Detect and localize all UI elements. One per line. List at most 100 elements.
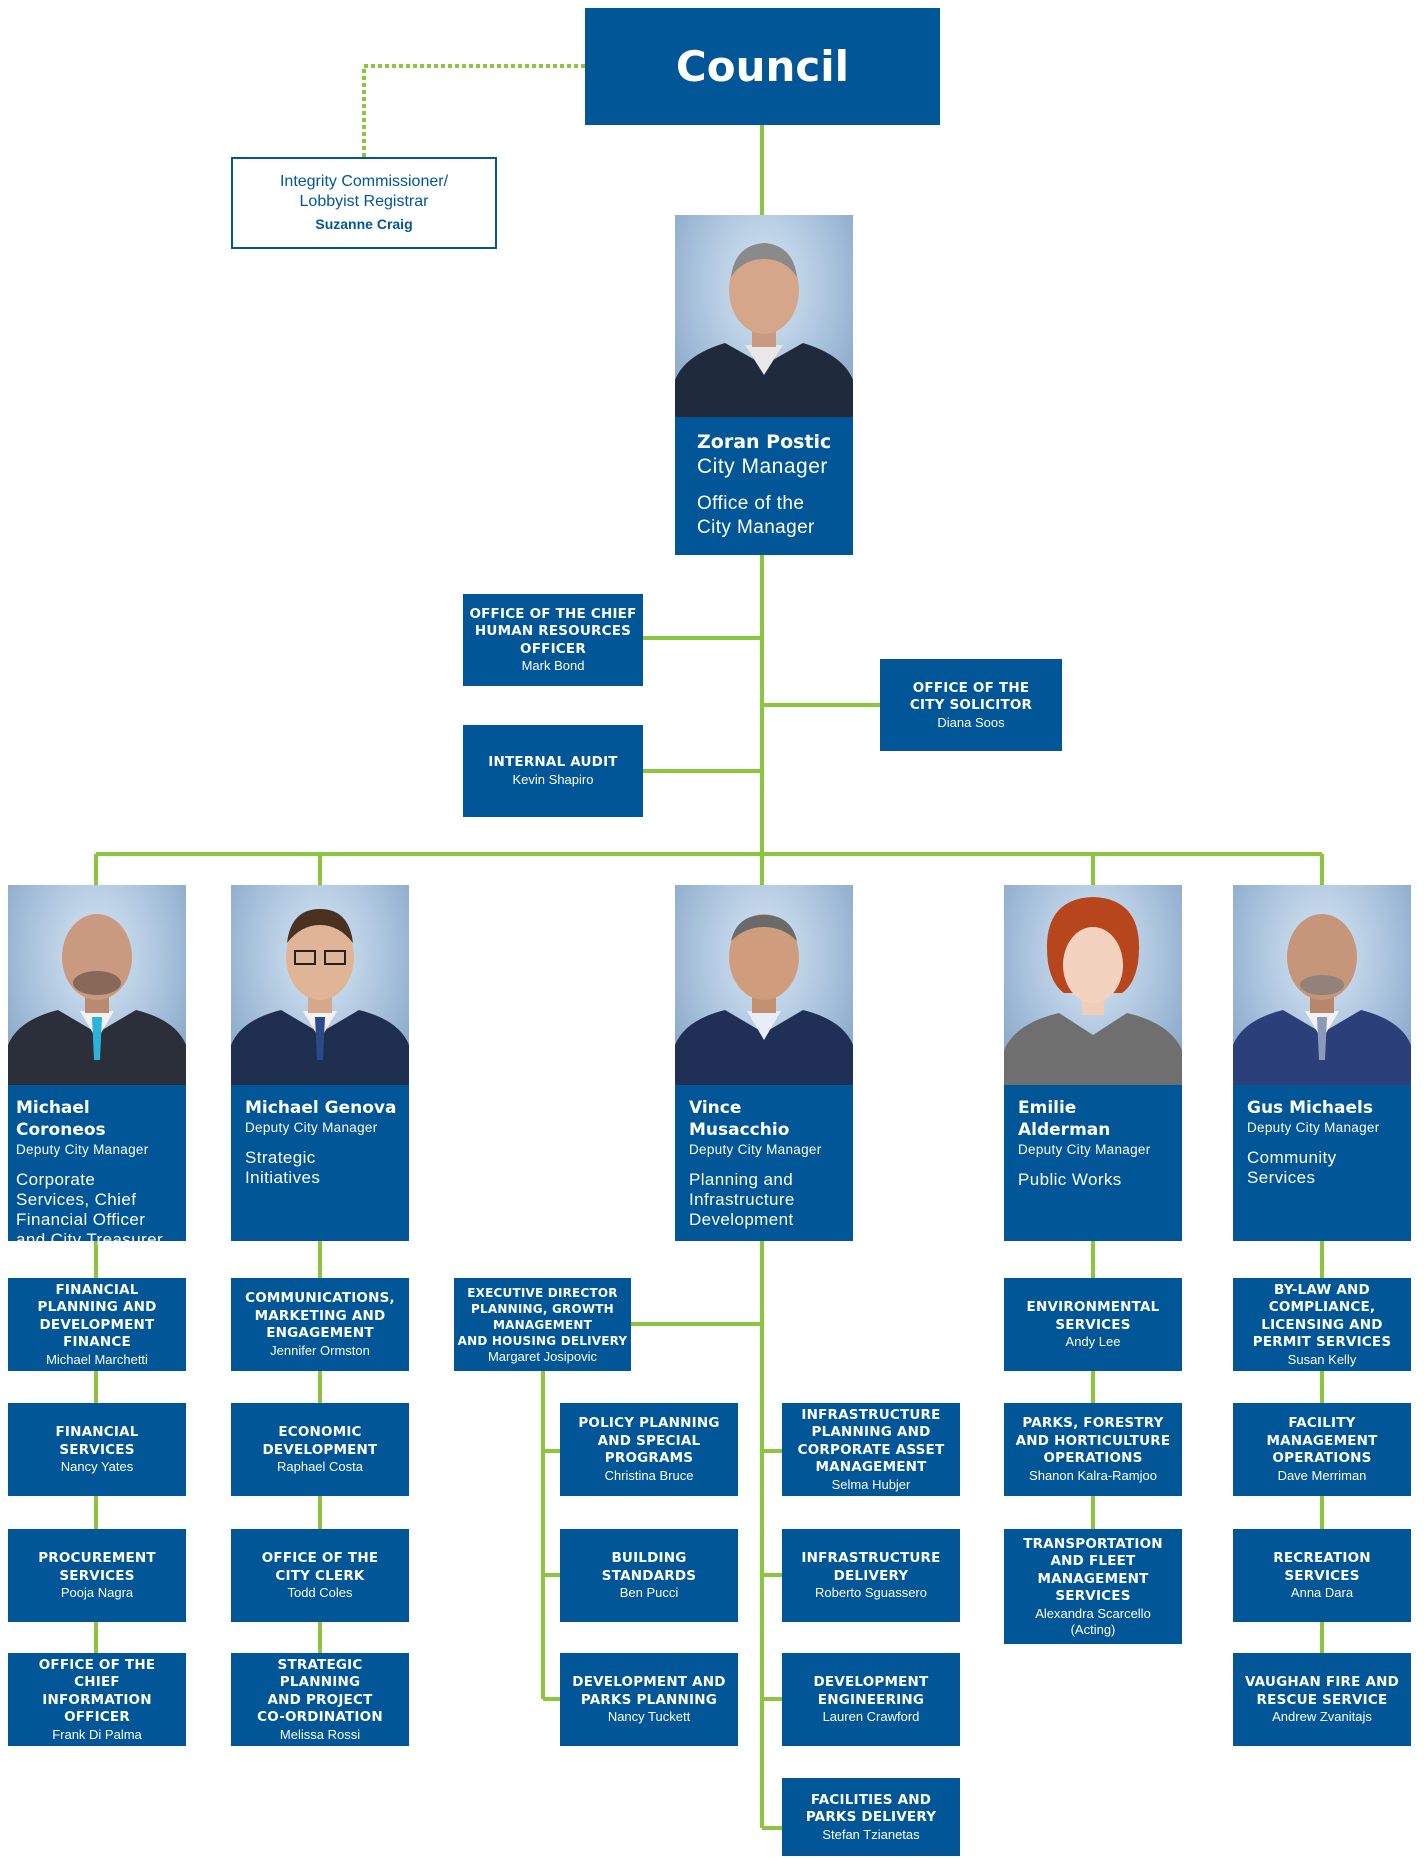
dept-fire-rescue-name: Andrew Zvanitajs xyxy=(1272,1709,1372,1724)
dept-infrastructure-planning-title: Infrastructure Planning and Corporate As… xyxy=(797,1406,945,1476)
dept-bylaw-compliance-title: By-law and Compliance, Licensing and Per… xyxy=(1252,1281,1392,1351)
city-manager-name: Zoran Postic xyxy=(697,431,832,453)
dept-recreation-services-title: Recreation Services xyxy=(1273,1550,1371,1584)
deputy-musacchio-name: Vince Musacchio xyxy=(689,1098,790,1140)
deputy-genova-title: Deputy City Manager xyxy=(245,1120,378,1135)
dept-parks-forestry-title: Parks, Forestry and Horticulture Operati… xyxy=(1015,1415,1171,1467)
deputy-alderman-card: Emilie Alderman Deputy City Manager Publ… xyxy=(1004,1085,1182,1241)
deputy-musacchio-photo xyxy=(675,885,853,1085)
dept-infrastructure-delivery-box: Infrastructure Delivery Roberto Sguasser… xyxy=(782,1529,960,1622)
office-solicitor-name: Diana Soos xyxy=(937,714,1005,730)
dept-procurement-name: Pooja Nagra xyxy=(60,1585,134,1600)
council-box: Council xyxy=(585,8,940,125)
deputy-genova-photo xyxy=(231,885,409,1085)
dept-facilities-parks-delivery-box: Facilities and Parks Delivery Stefan Tzi… xyxy=(782,1778,960,1856)
dept-procurement-title: Procurement Services xyxy=(38,1550,156,1584)
dept-facility-management-title: Facility Management Operations xyxy=(1266,1415,1378,1467)
dept-development-parks-planning-title: Development and Parks Planning xyxy=(572,1674,726,1708)
city-manager-card: Zoran Postic City Manager Office of the … xyxy=(675,417,853,555)
dept-communications-title: Communications, Marketing and Engagement xyxy=(245,1290,395,1342)
deputy-musacchio-portfolio: Planning and Infrastructure Development xyxy=(689,1170,795,1229)
dept-policy-planning-name: Christina Bruce xyxy=(604,1467,694,1483)
dept-economic-development-name: Raphael Costa xyxy=(277,1459,363,1474)
deputy-genova-card: Michael Genova Deputy City Manager Strat… xyxy=(231,1085,409,1241)
dept-strategic-planning-box: Strategic Planning and Project Co-ordina… xyxy=(231,1653,409,1746)
deputy-michaels-photo xyxy=(1233,885,1411,1085)
dept-development-parks-planning-box: Development and Parks Planning Nancy Tuc… xyxy=(560,1653,738,1746)
dept-building-standards-name: Ben Pucci xyxy=(619,1585,679,1600)
dept-infrastructure-planning-box: Infrastructure Planning and Corporate As… xyxy=(782,1403,960,1496)
dept-bylaw-compliance-box: By-law and Compliance, Licensing and Per… xyxy=(1233,1278,1411,1371)
dept-cio-box: Office of the Chief Information Officer … xyxy=(8,1653,186,1746)
dept-economic-development-title: Economic Development xyxy=(262,1424,378,1458)
dept-recreation-services-box: Recreation Services Anna Dara xyxy=(1233,1529,1411,1622)
dept-cio-title: Office of the Chief Information Officer xyxy=(38,1656,156,1726)
office-audit-title: Internal Audit xyxy=(488,754,618,771)
dept-procurement-box: Procurement Services Pooja Nagra xyxy=(8,1529,186,1622)
deputy-coroneos-name: Michael Coroneos xyxy=(16,1098,106,1140)
dept-parks-forestry-name: Shanon Kalra-Ramjoo xyxy=(1029,1467,1157,1483)
dept-facilities-parks-delivery-title: Facilities and Parks Delivery xyxy=(805,1791,937,1826)
deputy-michaels-name: Gus Michaels xyxy=(1247,1098,1373,1118)
dept-bylaw-compliance-name: Susan Kelly xyxy=(1287,1351,1357,1367)
dept-financial-planning-title: Financial Planning and Development Finan… xyxy=(37,1281,157,1351)
dept-infrastructure-delivery-title: Infrastructure Delivery xyxy=(801,1550,941,1584)
dept-facilities-parks-delivery-name: Stefan Tzianetas xyxy=(822,1826,920,1842)
dept-financial-services-name: Nancy Yates xyxy=(60,1459,134,1474)
dept-city-clerk-name: Todd Coles xyxy=(287,1585,353,1600)
exec-director-planning-box: Executive Director Planning, Growth Mana… xyxy=(454,1278,631,1371)
dept-infrastructure-delivery-name: Roberto Sguassero xyxy=(814,1585,927,1600)
deputy-musacchio-card: Vince Musacchio Deputy City Manager Plan… xyxy=(675,1085,853,1241)
dept-financial-planning-name: Michael Marchetti xyxy=(46,1351,148,1367)
dept-communications-name: Jennifer Ormston xyxy=(270,1342,370,1358)
office-audit-name: Kevin Shapiro xyxy=(512,771,594,787)
exec-director-planning-name: Margaret Josipovic xyxy=(487,1348,598,1364)
deputy-coroneos-portfolio: Corporate Services, Chief Financial Offi… xyxy=(16,1170,164,1249)
city-manager-office: Office of the City Manager xyxy=(697,493,815,538)
deputy-musacchio-title: Deputy City Manager xyxy=(689,1142,822,1157)
dept-transportation-fleet-box: Transportation and Fleet Management Serv… xyxy=(1004,1529,1182,1644)
city-manager-title: City Manager xyxy=(697,455,828,478)
deputy-alderman-title: Deputy City Manager xyxy=(1018,1142,1151,1157)
dept-fire-rescue-box: Vaughan Fire and Rescue Service Andrew Z… xyxy=(1233,1653,1411,1746)
office-solicitor-title: Office of the City Solicitor xyxy=(909,679,1033,714)
office-hr-title: Office of the Chief Human Resources Offi… xyxy=(469,605,637,657)
office-solicitor-box: Office of the City Solicitor Diana Soos xyxy=(880,659,1062,751)
dept-development-parks-planning-name: Nancy Tuckett xyxy=(607,1709,691,1724)
deputy-coroneos-title: Deputy City Manager xyxy=(16,1142,149,1157)
dept-facility-management-box: Facility Management Operations Dave Merr… xyxy=(1233,1403,1411,1496)
dept-environmental-services-name: Andy Lee xyxy=(1065,1334,1121,1349)
integrity-commissioner-box: Integrity Commissioner/ Lobbyist Registr… xyxy=(231,157,497,249)
dept-policy-planning-title: Policy Planning and Special Programs xyxy=(578,1415,720,1467)
dept-financial-planning-box: Financial Planning and Development Finan… xyxy=(8,1278,186,1371)
dept-building-standards-title: Building Standards xyxy=(601,1550,697,1584)
office-audit-box: Internal Audit Kevin Shapiro xyxy=(463,725,643,817)
deputy-alderman-name: Emilie Alderman xyxy=(1018,1098,1111,1140)
integrity-role: Integrity Commissioner/ Lobbyist Registr… xyxy=(279,173,449,210)
deputy-coroneos-photo xyxy=(8,885,186,1085)
city-manager-photo xyxy=(675,215,853,417)
dept-financial-services-box: Financial Services Nancy Yates xyxy=(8,1403,186,1496)
office-hr-name: Mark Bond xyxy=(521,658,585,674)
office-hr-box: Office of the Chief Human Resources Offi… xyxy=(463,594,643,686)
integrity-name: Suzanne Craig xyxy=(315,216,413,232)
dotted-link-integrity xyxy=(362,64,585,157)
dept-development-engineering-title: Development Engineering xyxy=(813,1674,929,1708)
dept-city-clerk-box: Office of the City Clerk Todd Coles xyxy=(231,1529,409,1622)
dept-recreation-services-name: Anna Dara xyxy=(1290,1585,1354,1600)
deputy-michaels-portfolio: Community Services xyxy=(1247,1148,1337,1187)
dept-strategic-planning-title: Strategic Planning and Project Co-ordina… xyxy=(257,1656,383,1726)
dept-building-standards-box: Building Standards Ben Pucci xyxy=(560,1529,738,1622)
dept-fire-rescue-title: Vaughan Fire and Rescue Service xyxy=(1244,1674,1400,1708)
deputy-coroneos-card: Michael Coroneos Deputy City Manager Cor… xyxy=(8,1085,186,1249)
deputy-michaels-title: Deputy City Manager xyxy=(1247,1120,1380,1135)
dept-transportation-fleet-name: Alexandra Scarcello (Acting) xyxy=(1035,1605,1151,1637)
dept-policy-planning-box: Policy Planning and Special Programs Chr… xyxy=(560,1403,738,1496)
dept-parks-forestry-box: Parks, Forestry and Horticulture Operati… xyxy=(1004,1403,1182,1496)
council-label: Council xyxy=(675,42,850,91)
exec-director-planning-title: Executive Director Planning, Growth Mana… xyxy=(457,1285,628,1348)
dept-infrastructure-planning-name: Selma Hubjer xyxy=(831,1476,911,1492)
dept-communications-box: Communications, Marketing and Engagement… xyxy=(231,1278,409,1371)
deputy-genova-name: Michael Genova xyxy=(245,1098,397,1118)
deputy-alderman-photo xyxy=(1004,885,1182,1085)
